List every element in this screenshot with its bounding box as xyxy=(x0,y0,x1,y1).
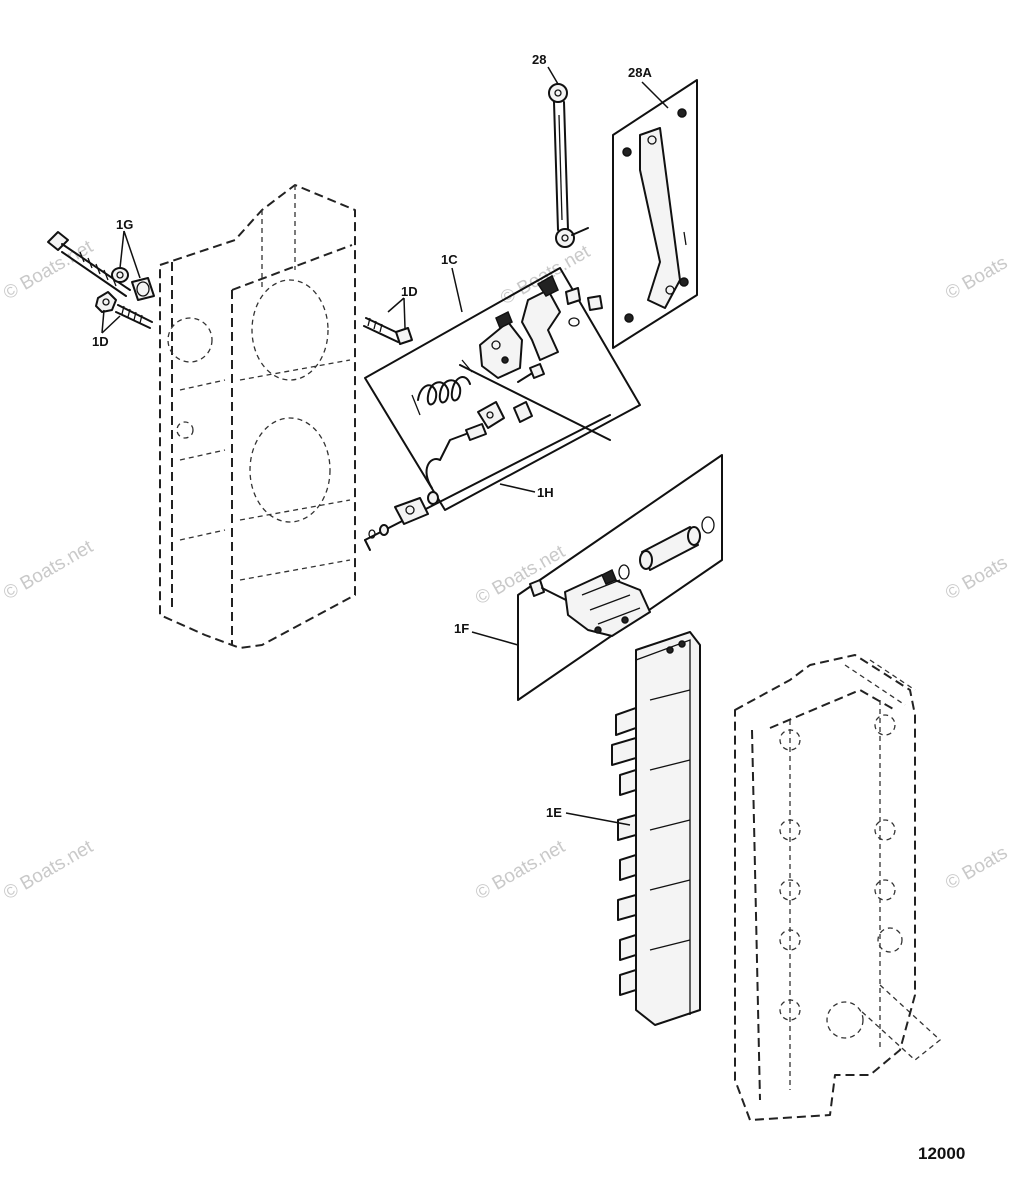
bolt-long-1g xyxy=(47,231,131,297)
washer-1g xyxy=(111,267,129,283)
kit-1f-outline xyxy=(517,454,723,701)
callout-28a: 28A xyxy=(628,65,652,80)
watermark-text: © Boats.net xyxy=(472,541,569,609)
watermark-text: © Boats.net xyxy=(0,236,97,304)
link-rod-28 xyxy=(548,83,589,248)
link-plate-28a xyxy=(612,79,698,349)
cover-outline-right xyxy=(734,654,941,1121)
nut-1d-left xyxy=(95,291,117,313)
watermark-text: © Boats.net xyxy=(942,536,1009,604)
kit-1f-components xyxy=(529,516,715,637)
watermark-text: © Boats.net xyxy=(472,836,569,904)
kit-1c-components xyxy=(411,274,603,429)
watermark-text: © Boats.net xyxy=(0,836,97,904)
leader-lines xyxy=(101,66,669,826)
callout-1h: 1H xyxy=(537,485,554,500)
callout-1g: 1G xyxy=(116,217,133,232)
callout-1d-right: 1D xyxy=(401,284,418,299)
watermark-text: © Boats.net xyxy=(0,536,97,604)
stud-1d-left xyxy=(115,304,153,329)
figure-number: 12000 xyxy=(918,1144,965,1163)
callout-1d-left: 1D xyxy=(92,334,109,349)
watermark-text: © Boats.net xyxy=(942,826,1009,894)
callout-labels: 28 28A 1G 1C 1D 1D 1H 1F 1E 12000 xyxy=(92,52,965,1163)
harness-bracket-1e xyxy=(611,631,701,1026)
watermark-text: © Boats.net xyxy=(942,236,1009,304)
callout-1f: 1F xyxy=(454,621,469,636)
callout-1e: 1E xyxy=(546,805,562,820)
callout-1c: 1C xyxy=(441,252,458,267)
kit-1c-outline xyxy=(364,267,641,511)
spacer-1g xyxy=(131,277,155,301)
comb-teeth xyxy=(611,707,637,996)
block-outline-left xyxy=(159,184,356,649)
callout-28: 28 xyxy=(532,52,546,67)
screw-1d-right xyxy=(363,317,413,345)
kit-1h-components xyxy=(364,364,611,551)
